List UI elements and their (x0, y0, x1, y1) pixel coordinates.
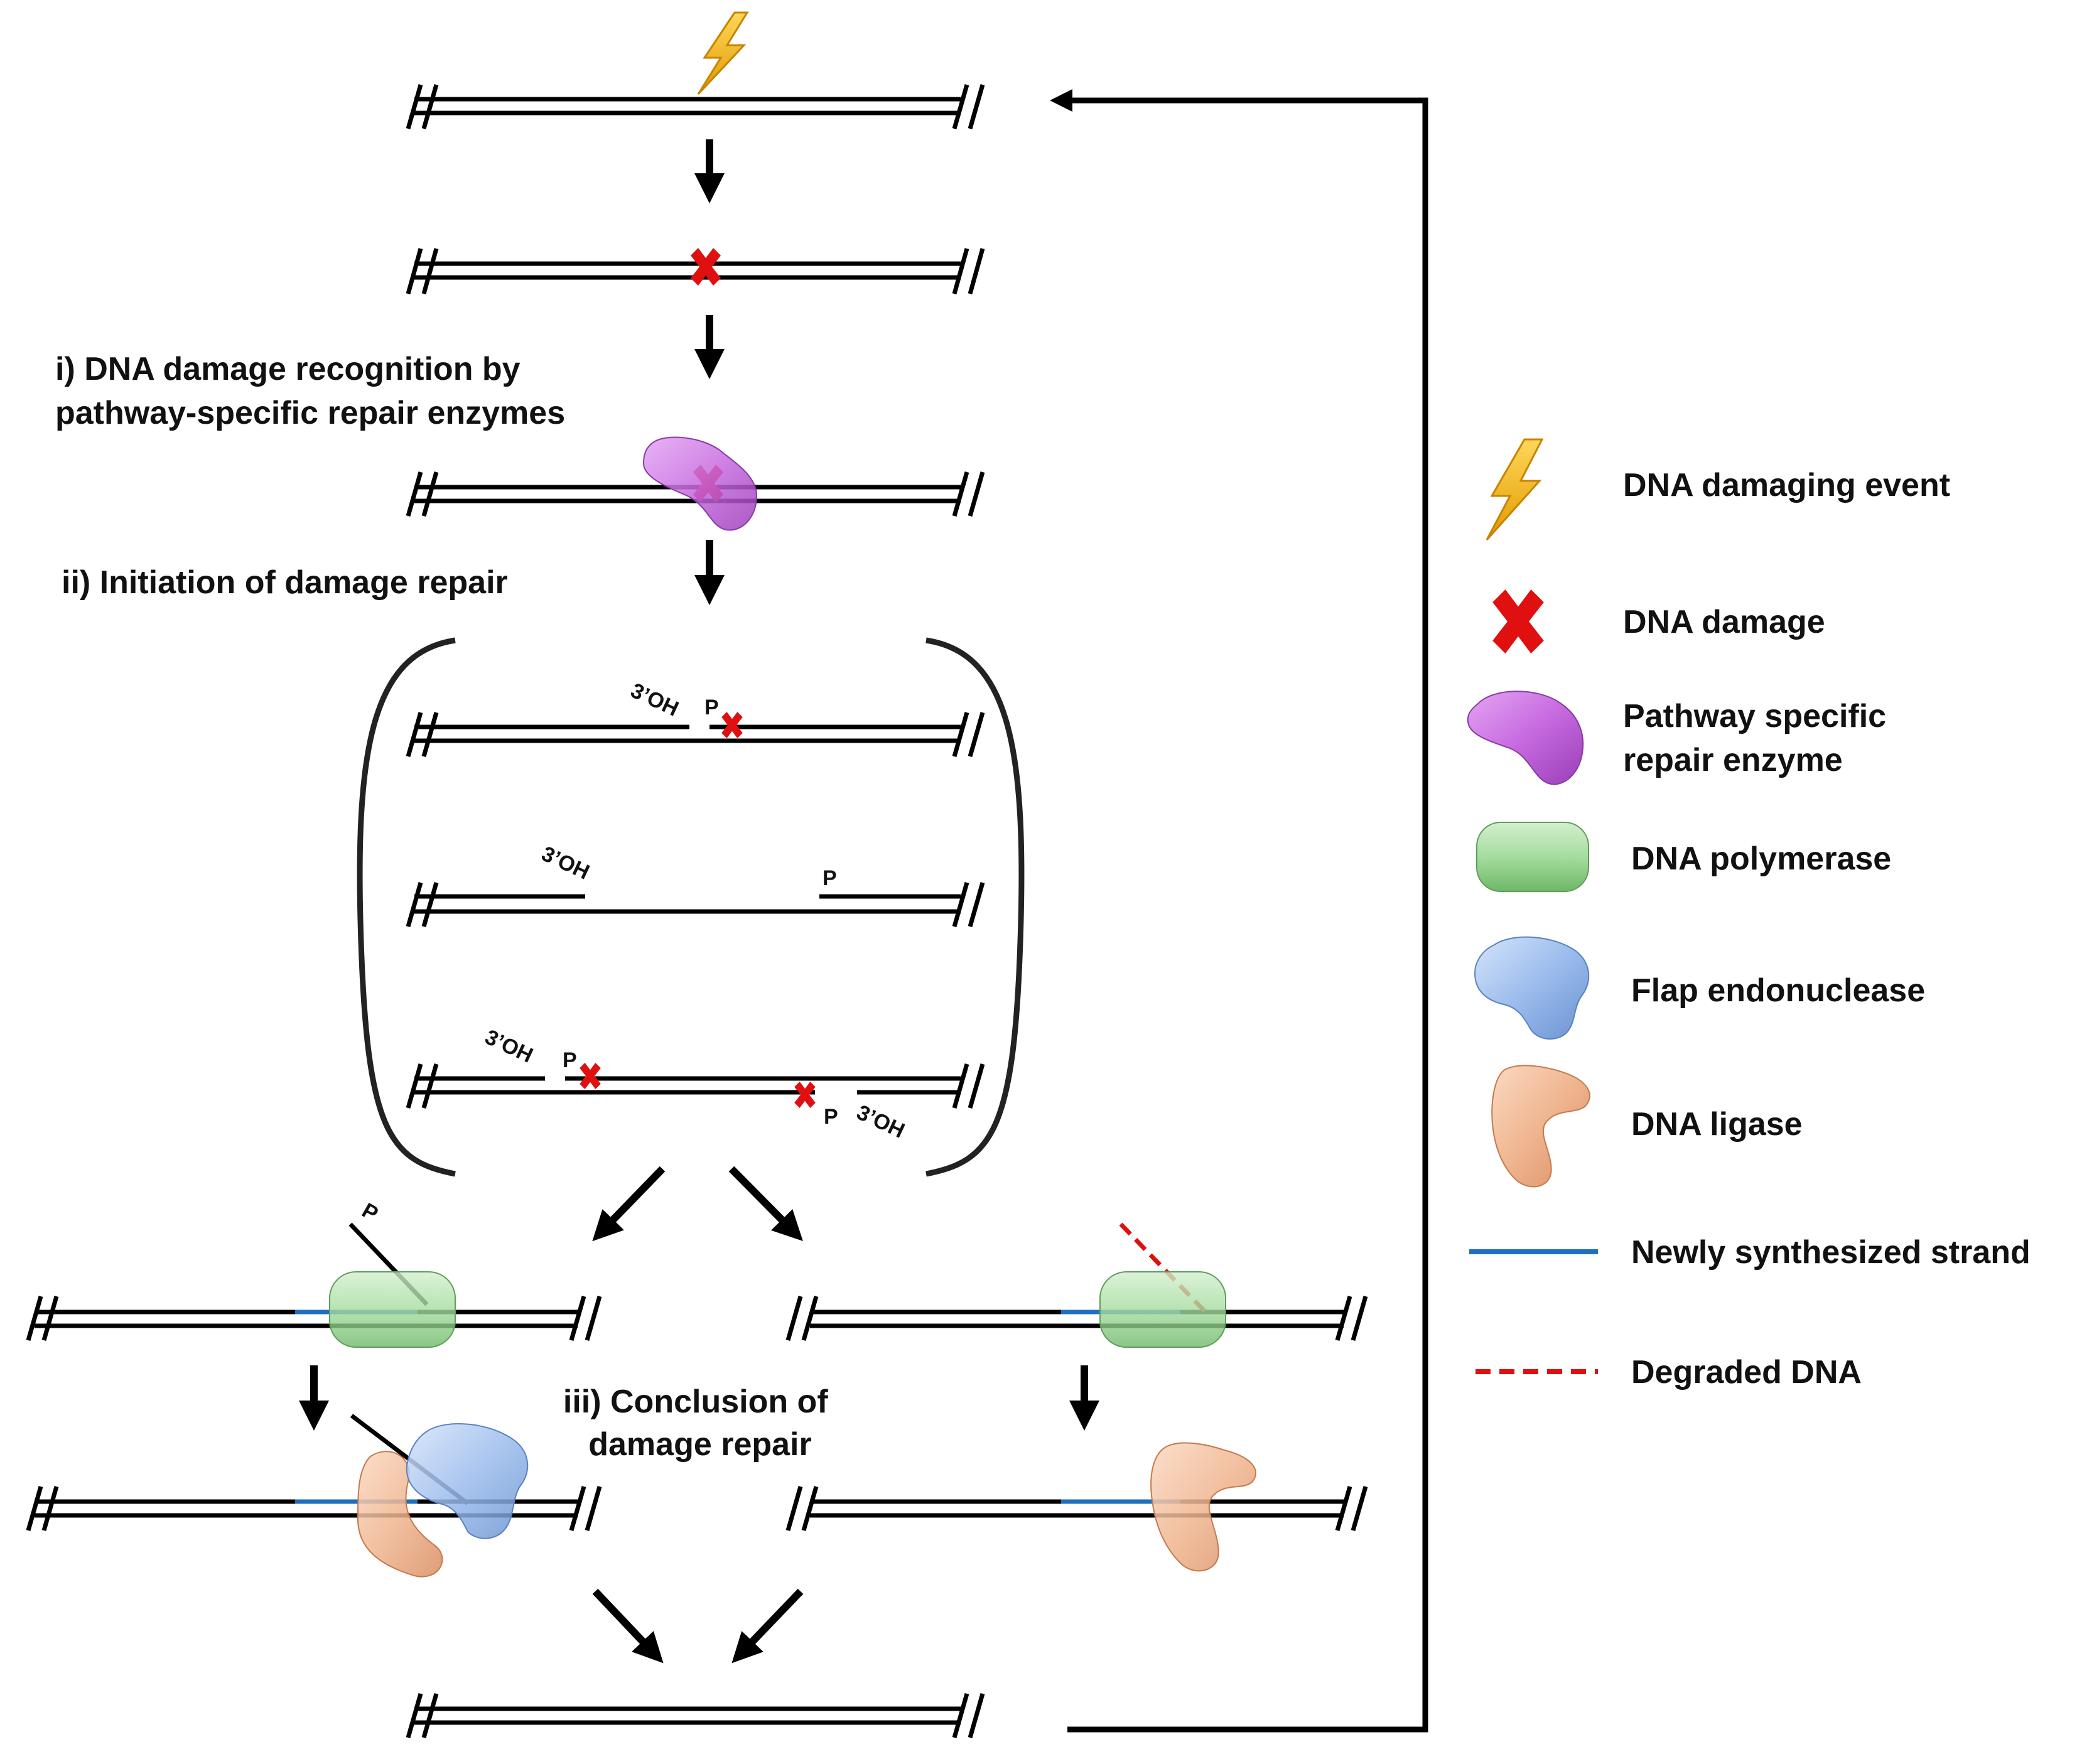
right-branch-ligation (785, 1442, 1368, 1572)
damage-cross-icon (721, 712, 743, 738)
stage-conclusion-line2: damage repair (588, 1426, 812, 1463)
dna-intact-top (406, 84, 985, 129)
repair-enzyme-icon (642, 436, 758, 531)
flap-endonuclease-icon (406, 1423, 529, 1539)
polymerase-icon (1476, 822, 1589, 892)
end-label-p: P (358, 1198, 382, 1226)
end-label-oh: 3’OH (482, 1025, 537, 1068)
arrow-converge-right (731, 1588, 804, 1664)
intermediate-nick: 3’OH P (406, 679, 985, 757)
damage-cross-icon (580, 1063, 601, 1089)
dna-repaired (406, 1693, 985, 1738)
legend-label-new-strand: Newly synthesized strand (1631, 1234, 2031, 1271)
legend-label-damage: DNA damage (1623, 604, 1825, 640)
legend-enzyme-line1: Pathway specific (1623, 698, 1886, 734)
lightning-icon (1486, 438, 1544, 540)
ligase-icon (1491, 1065, 1590, 1188)
legend-label-polymerase: DNA polymerase (1631, 841, 1891, 877)
arrow-converge-left (592, 1588, 664, 1664)
legend-label-enzyme: Pathway specific repair enzyme (1623, 698, 1896, 778)
stage-conclusion-label: iii) Conclusion of damage repair (563, 1384, 837, 1463)
end-label-p: P (823, 866, 837, 890)
arrow-diverge-right (728, 1166, 803, 1242)
dna-with-enzyme (406, 436, 985, 531)
legend-label-endonuclease: Flap endonuclease (1631, 972, 1925, 1009)
end-label-oh: 3’OH (853, 1100, 909, 1143)
end-label-oh: 3’OH (627, 679, 682, 721)
cross-icon (1492, 589, 1544, 653)
damage-cross-icon (691, 248, 721, 286)
damage-cross-icon (794, 1082, 816, 1108)
left-branch-ligation (26, 1414, 602, 1578)
dna-polymerase-icon (1099, 1271, 1226, 1348)
stage-recognition-line1: i) DNA damage recognition by (55, 351, 521, 387)
end-label-p: P (563, 1048, 577, 1072)
right-branch-polymerase (785, 1222, 1368, 1348)
bracket-right (925, 637, 1025, 1177)
end-label-p: P (824, 1105, 838, 1129)
legend-label-damaging-event: DNA damaging event (1623, 467, 1950, 503)
bracket-left (357, 637, 456, 1177)
enzyme-icon (1467, 691, 1584, 785)
legend-label-ligase: DNA ligase (1631, 1106, 1803, 1143)
legend: DNA damaging event DNA damage Pathway sp… (1467, 438, 2031, 1390)
legend-label-degraded: Degraded DNA (1631, 1354, 1862, 1390)
arrow-diverge-left (592, 1166, 666, 1242)
lightning-icon (697, 11, 749, 95)
end-label-oh: 3’OH (538, 842, 593, 885)
stage-initiation-label: ii) Initiation of damage repair (62, 564, 508, 601)
end-label-p: P (704, 696, 719, 719)
feedback-loop-arrow (1050, 89, 1428, 1733)
endonuclease-icon (1474, 936, 1590, 1040)
intermediate-double-break: 3’OH P P 3’OH (406, 1025, 985, 1143)
legend-enzyme-line2: repair enzyme (1623, 742, 1843, 778)
stage-recognition-line2: pathway-specific repair enzymes (55, 395, 565, 431)
dna-ligase-icon (1150, 1442, 1256, 1572)
stage-recognition-label: i) DNA damage recognition by pathway-spe… (55, 351, 565, 431)
dna-polymerase-icon (329, 1271, 456, 1348)
intermediate-gap: 3’OH P (406, 842, 985, 927)
left-branch-polymerase: P (26, 1198, 602, 1348)
stage-conclusion-line1: iii) Conclusion of (563, 1384, 828, 1420)
dna-damaged (406, 248, 985, 294)
